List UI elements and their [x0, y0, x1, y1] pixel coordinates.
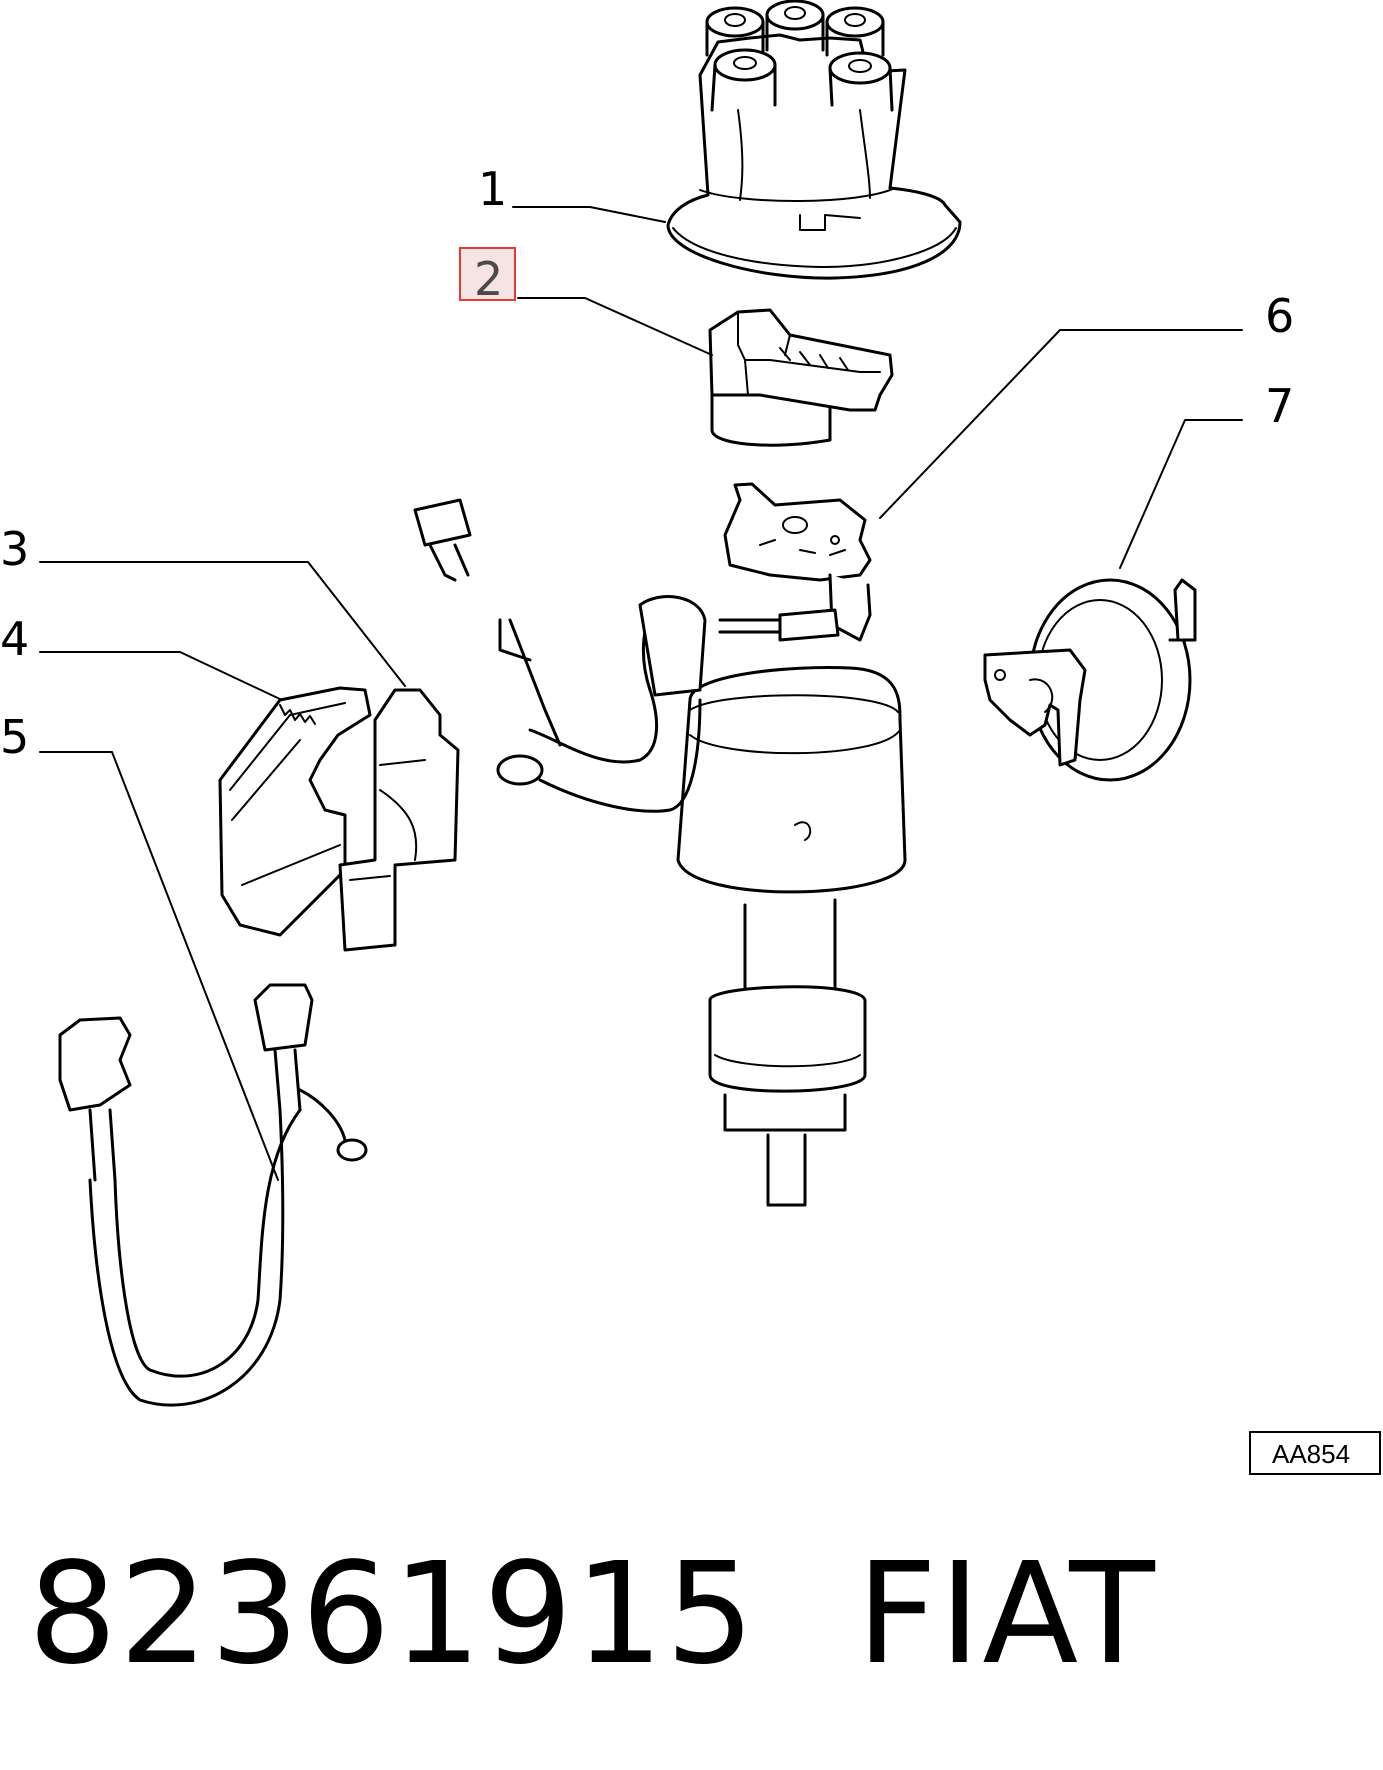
- leader-line-4: [39, 651, 283, 701]
- leader-line-2: [517, 297, 713, 356]
- part-module-bracket[interactable]: [338, 688, 460, 952]
- leader-line-1: [512, 206, 666, 223]
- callout-4: 4: [0, 612, 29, 666]
- callout-3: 3: [0, 522, 29, 576]
- part-wiring-harness[interactable]: [58, 983, 368, 1407]
- callout-2-highlight: [459, 247, 516, 301]
- leader-line-6: [879, 329, 1243, 519]
- callout-1: 1: [478, 162, 507, 216]
- part-pickup-plate[interactable]: [718, 482, 872, 642]
- drawing-ref-code: AA854: [1272, 1439, 1350, 1469]
- callout-5: 5: [0, 710, 29, 764]
- drawing-reference: AA854: [1249, 1431, 1381, 1475]
- brand-name: FIAT: [856, 1533, 1157, 1696]
- leader-line-3: [39, 561, 406, 687]
- callout-2: 2: [474, 252, 503, 306]
- callout-6: 6: [1265, 289, 1294, 343]
- leader-line-5: [39, 751, 279, 1181]
- callout-7: 7: [1265, 379, 1294, 433]
- part-pickup-wiring: [413, 498, 707, 813]
- leader-lines: [39, 206, 1243, 1181]
- part-ignition-module[interactable]: [218, 686, 372, 937]
- part-distributor-body[interactable]: [676, 666, 907, 1207]
- part-distributor-cap[interactable]: [666, 0, 962, 280]
- leader-line-7: [1119, 419, 1243, 569]
- callout-labels: 1 2 3 4 5 6 7: [0, 162, 1294, 764]
- part-rotor[interactable]: [708, 308, 894, 447]
- part-vacuum-unit[interactable]: [983, 578, 1197, 782]
- part-number: 82361915: [28, 1533, 757, 1696]
